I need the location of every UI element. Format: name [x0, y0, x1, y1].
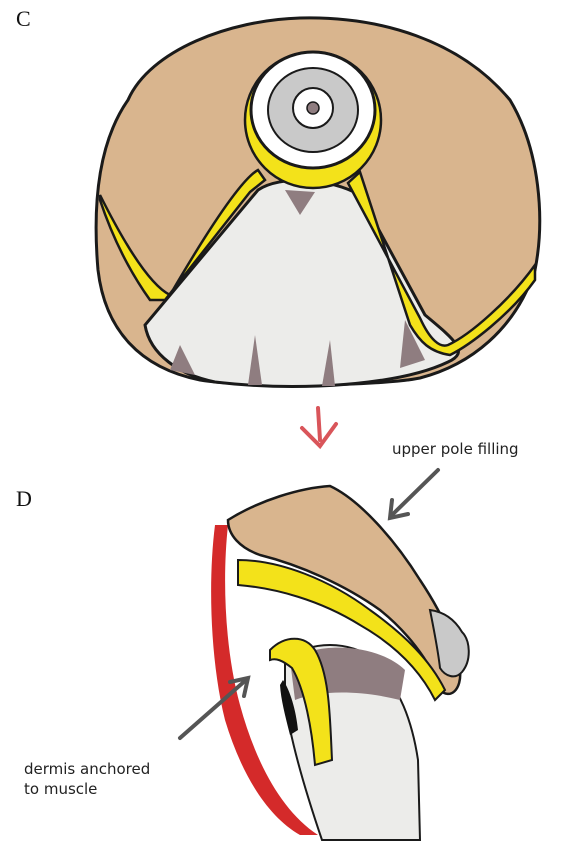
transition-arrow [302, 408, 336, 446]
arrow-upper-pole [392, 470, 438, 515]
annotation-upper-pole: upper pole filling [392, 440, 519, 458]
annotation-dermis-line2: to muscle [24, 780, 97, 798]
transition-arrow-shaft [318, 408, 320, 440]
panel-d-breast [211, 486, 469, 840]
annotation-dermis-line1: dermis anchored [24, 760, 150, 778]
panel-c-breast [96, 18, 540, 387]
nipple-center [307, 102, 319, 114]
